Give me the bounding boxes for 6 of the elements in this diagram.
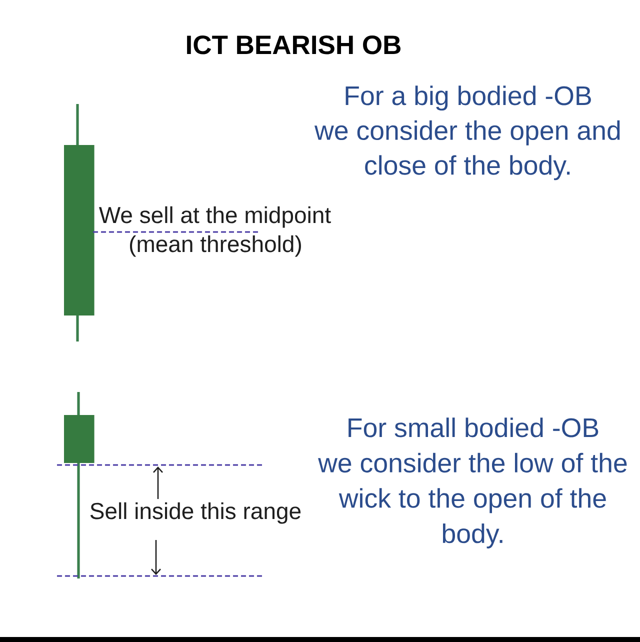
annotation-text: Sell inside this range bbox=[90, 502, 301, 524]
annotation-text: We sell at the midpoint bbox=[98, 206, 331, 228]
note-text: For small bodied -OB we consider the low of the wick to the open of the body. bbox=[318, 418, 627, 548]
annotation-text: (mean threshold) bbox=[130, 235, 301, 257]
note-text: For a big bodied -OB we consider the open and close of the body. bbox=[314, 86, 620, 180]
title: ICT BEARISH OB bbox=[187, 35, 400, 54]
